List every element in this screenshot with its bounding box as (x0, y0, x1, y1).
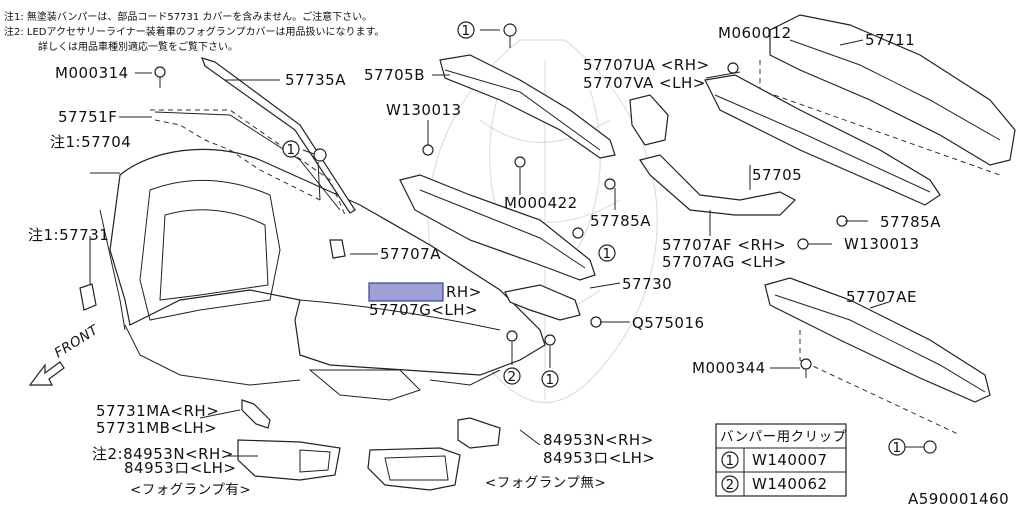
svg-text:2: 2 (507, 369, 516, 385)
svg-text:1: 1 (545, 372, 554, 388)
label-57735A: 57735A (285, 71, 346, 89)
part-57751F-bracket (150, 109, 346, 216)
svg-text:1: 1 (461, 23, 470, 39)
front-label: FRONT (52, 321, 103, 361)
label-fog-without: <フォグランプ無> (485, 475, 606, 491)
leader-lines (89, 29, 890, 457)
fastener-M000314 (154, 66, 166, 88)
label-57705B: 57705B (364, 66, 425, 84)
part-57705B-beam (439, 54, 616, 159)
label-M000344: M000344 (692, 359, 766, 377)
label-W130013-a: W130013 (386, 101, 462, 119)
label-57785A-a: 57785A (590, 212, 651, 230)
callout-1-a: 1 (457, 21, 475, 39)
label-M060012: M060012 (718, 24, 792, 42)
fastener-clip-1-br (923, 440, 937, 454)
part-57731MA-garnish (241, 399, 271, 429)
label-W130013-b: W130013 (844, 235, 920, 253)
label-57730: 57730 (622, 275, 672, 293)
label-57711: 57711 (865, 31, 915, 49)
fastener-57785A-a (604, 178, 616, 190)
callout-1-c: 1 (598, 244, 616, 262)
callout-1-d: 1 (541, 370, 559, 388)
fastener-W130013-a (422, 144, 434, 156)
part-57730-absorber (399, 174, 596, 281)
part-57735A-strip (201, 57, 356, 214)
label-57707G: 57707G<LH> (369, 301, 478, 319)
fastener-M000422 (514, 156, 526, 168)
fastener-M000344 (800, 358, 812, 378)
label-84953N-b: 84953N<RH> (543, 431, 654, 449)
label-57731MB: 57731MB<LH> (96, 419, 217, 437)
label-57751F: 57751F (58, 108, 117, 126)
svg-text:1: 1 (892, 440, 901, 456)
svg-text:1: 1 (286, 142, 295, 158)
fastener-clip-top (503, 23, 517, 48)
fastener-clip-57751 (313, 148, 327, 162)
fastener-clip-2 (506, 330, 518, 342)
clip-table-title: バンパー用クリップ (720, 429, 847, 445)
label-84953P-b: 84953ロ<LH> (543, 449, 656, 467)
label-M000314: M000314 (55, 64, 129, 82)
label-fog-with: <フォグランプ有> (130, 482, 251, 498)
part-57707A-clip (329, 239, 346, 259)
clip-table: バンパー用クリップ 1 W140007 2 W140062 (715, 423, 847, 497)
fastener-Q575016 (590, 316, 602, 328)
note-2: 注2: LEDアクセサリーライナー装着車のフォグランプカバーは用品扱いになります… (4, 25, 385, 38)
fastener-clip-1-low (544, 334, 556, 346)
part-57707AF-bracket (639, 154, 796, 216)
label-57731MA: 57731MA<RH> (96, 402, 219, 420)
fog-cover-without-lamp (367, 447, 461, 491)
clip-table-ref-1: 1 (725, 453, 734, 469)
label-57785A-b: 57785A (880, 213, 941, 231)
fog-cover-with-lamp (237, 439, 341, 481)
label-57707A: 57707A (380, 245, 441, 263)
clip-table-part-1: W140007 (752, 451, 828, 469)
label-57707F-rh: RH> (446, 283, 482, 301)
fastener-M060012 (727, 62, 739, 74)
part-57705-reinforcement (704, 74, 941, 206)
label-57731: 注1:57731 (28, 226, 109, 244)
clip-table-ref-2: 2 (725, 477, 734, 493)
label-57707AE: 57707AE (846, 288, 917, 306)
part-84953-bracket (457, 417, 501, 449)
label-M000422: M000422 (504, 194, 578, 212)
label-84953P-a: 84953ロ<LH> (124, 459, 237, 477)
part-57707F-bracket (504, 284, 581, 321)
label-57705: 57705 (752, 166, 802, 184)
part-57731-cover (79, 283, 97, 311)
label-57707AG: 57707AG <LH> (662, 253, 787, 271)
clip-table-part-2: W140062 (752, 475, 828, 493)
label-57704: 注1:57704 (50, 133, 131, 151)
label-Q575016: Q575016 (632, 314, 705, 332)
fastener-clip-57730 (572, 227, 584, 239)
fastener-W130013-b (797, 238, 809, 250)
callout-1-b: 1 (282, 140, 300, 158)
diagram-code: A590001460 (908, 490, 1009, 508)
note-1: 注1: 無塗装バンパーは、部品コード57731 カバーを含みません。ご注意下さい… (4, 10, 372, 23)
label-84953N-a: 注2:84953N<RH> (92, 445, 234, 463)
part-57707UA-bracket (629, 94, 669, 146)
callout-1-e: 1 (888, 438, 906, 456)
callout-2-a: 2 (503, 367, 521, 385)
note-2-continued: 詳しくは用品車種別適応一覧をご覧下さい。 (38, 40, 238, 53)
label-57707AF: 57707AF <RH> (662, 236, 786, 254)
bumper-cover (99, 148, 546, 401)
svg-text:1: 1 (602, 246, 611, 262)
redacted-label-57707F (368, 282, 444, 302)
label-57707VA: 57707VA <LH> (583, 74, 706, 92)
part-57707AE-beam (764, 277, 991, 436)
label-57707UA: 57707UA <RH> (583, 56, 710, 74)
front-arrow-icon: FRONT (28, 321, 103, 386)
